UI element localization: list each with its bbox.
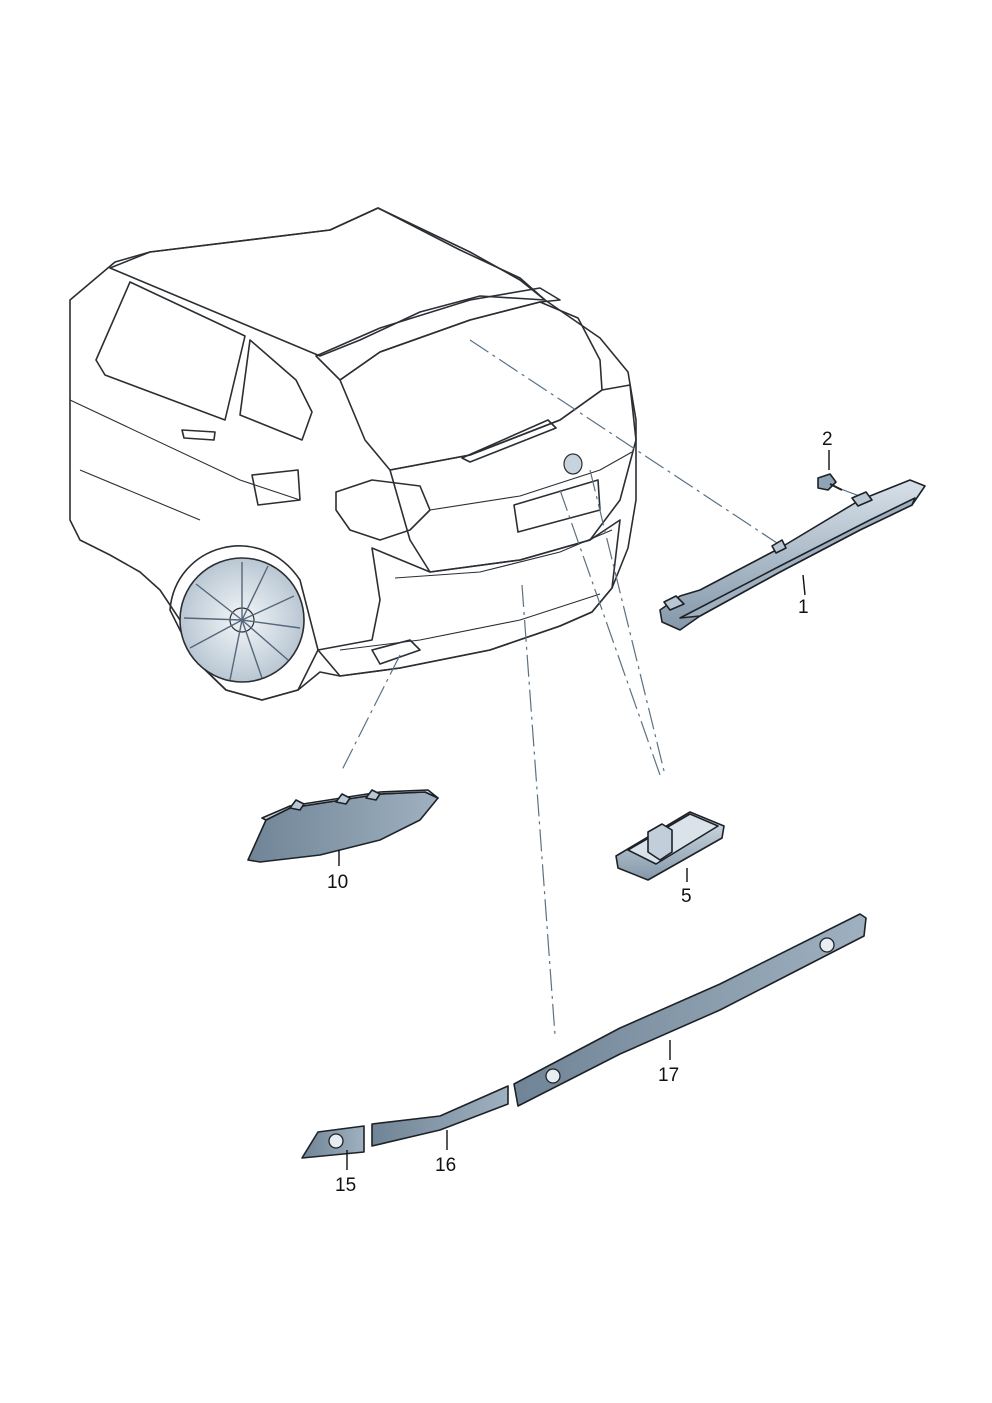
- door-line-2: [79, 469, 201, 521]
- callout-label-part-17: 17: [658, 1065, 679, 1086]
- callout-part-15[interactable]: 15: [335, 1150, 356, 1196]
- bumper-crease: [394, 529, 613, 579]
- screw-shank: [829, 483, 843, 491]
- tailgate: [389, 384, 637, 573]
- screw-head: [817, 473, 837, 491]
- side-window: [95, 281, 246, 421]
- reflector-tab-3: [365, 789, 381, 801]
- car-roof: [109, 207, 546, 357]
- trim-sensor-hole-1: [545, 1068, 561, 1084]
- callout-label-part-5: 5: [681, 886, 692, 907]
- tail-light-bar: [429, 451, 633, 511]
- vehicle-rear-view: [69, 207, 637, 701]
- brake-light-clip-right: [851, 491, 873, 507]
- callout-label-part-1: 1: [798, 597, 809, 618]
- rear-windscreen: [339, 301, 603, 471]
- callout-label-part-16: 16: [435, 1155, 456, 1176]
- door-line: [69, 399, 301, 501]
- reflector-tab-2: [335, 793, 351, 805]
- car-body: [69, 207, 637, 701]
- brake-light-clip-left: [663, 595, 685, 611]
- part-16-trim-center: [371, 1085, 509, 1147]
- wheel-spokes: [183, 562, 301, 681]
- door-handle: [181, 429, 216, 441]
- callout-label-part-2: 2: [822, 429, 833, 450]
- callout-part-1[interactable]: 1: [798, 574, 809, 618]
- bumper-lower-trim: [339, 593, 601, 651]
- part-2-screw: [817, 473, 843, 491]
- callout-part-17[interactable]: 17: [658, 1040, 679, 1086]
- dash-line-part-1: [469, 339, 781, 546]
- brake-light-lens: [679, 497, 916, 619]
- car-reflector: [371, 639, 421, 665]
- dash-line-part-10: [341, 654, 401, 771]
- trim-long-body: [513, 913, 867, 1107]
- trim-end-sensor-hole: [328, 1133, 344, 1149]
- part-17-trim-long: [513, 913, 867, 1107]
- reflector-tab-1: [289, 799, 305, 811]
- brake-light-mount: [771, 539, 787, 554]
- callout-part-10[interactable]: 10: [327, 850, 348, 893]
- plate-light-connector: [647, 823, 673, 861]
- dash-line-part-17: [521, 584, 556, 1036]
- part-1-brake-light: [659, 479, 926, 631]
- trim-sensor-hole-2: [819, 937, 835, 953]
- brand-badge: [563, 453, 583, 475]
- tail-light-left: [335, 479, 431, 541]
- rear-bumper: [317, 519, 621, 677]
- part-15-trim-end: [301, 1125, 365, 1159]
- roof-spoiler: [315, 287, 561, 381]
- license-plate-recess: [513, 479, 601, 533]
- part-10-reflector: [247, 789, 439, 863]
- dash-line-part-5-b: [589, 469, 666, 776]
- wheel-arch: [169, 545, 319, 701]
- callout-label-part-15: 15: [335, 1175, 356, 1196]
- trim-center-body: [371, 1085, 509, 1147]
- callout-label-part-10: 10: [327, 872, 348, 893]
- dash-line-part-5-a: [559, 489, 661, 776]
- part-5-plate-light: [615, 811, 725, 881]
- brake-light-body: [659, 479, 926, 631]
- callout-part-16[interactable]: 16: [435, 1130, 456, 1176]
- rear-wiper: [461, 419, 557, 463]
- callout-part-2[interactable]: 2: [822, 429, 833, 470]
- fuel-flap: [251, 469, 301, 506]
- leader-part-1: [802, 574, 806, 596]
- rear-quarter-window: [239, 339, 313, 441]
- assembly-lines: [341, 339, 863, 1036]
- callout-part-5[interactable]: 5: [681, 868, 692, 907]
